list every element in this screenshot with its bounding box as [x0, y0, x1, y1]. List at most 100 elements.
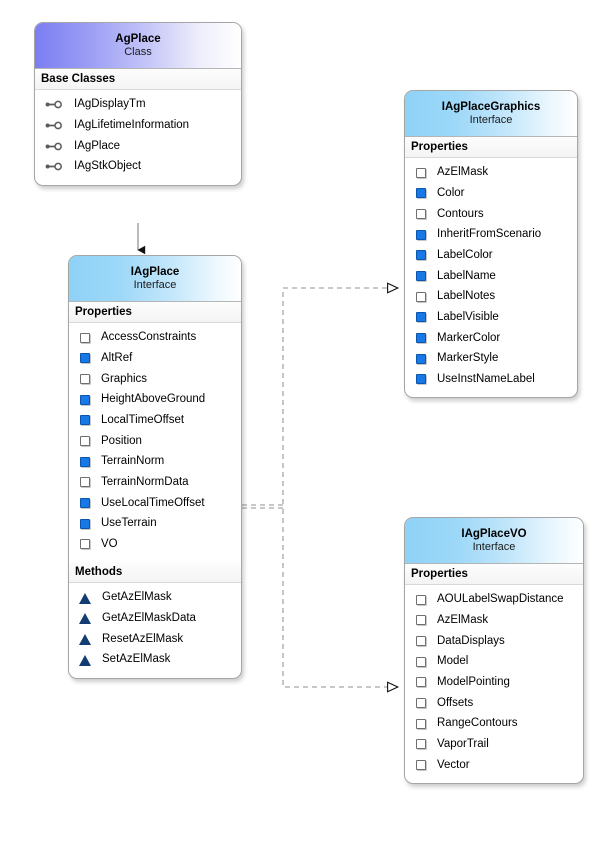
list-item[interactable]: GetAzElMaskData [69, 608, 241, 629]
property-filled-icon [80, 497, 90, 508]
method-icon [79, 654, 91, 666]
list-item-label: Offsets [437, 696, 474, 709]
list-item-label: MarkerColor [437, 331, 501, 344]
list-item-label: UseTerrain [101, 517, 157, 530]
list-item-label: IAgPlace [74, 139, 121, 152]
list-item[interactable]: VaporTrail [405, 734, 583, 755]
list-item[interactable]: HeightAboveGround [69, 389, 241, 410]
list-item[interactable]: AltRef [69, 348, 241, 369]
property-empty-icon [416, 739, 426, 750]
node-iagplace-header: IAgPlace Interface [69, 256, 241, 303]
list-item-label: SetAzElMask [102, 653, 171, 666]
node-iagplacegraphics-title: IAgPlaceGraphics [441, 101, 541, 113]
list-item[interactable]: IAgStkObject [35, 156, 241, 177]
node-agplace-header: AgPlace Class [35, 23, 241, 70]
list-item[interactable]: InheritFromScenario [405, 224, 577, 245]
list-item[interactable]: Position [69, 431, 241, 452]
property-filled-icon [80, 456, 90, 467]
list-item[interactable]: AzElMask [405, 610, 583, 631]
list-item-label: DataDisplays [437, 634, 505, 647]
property-empty-icon [416, 759, 426, 770]
list-item-label: Vector [437, 758, 470, 771]
list-item-label: LabelColor [437, 248, 493, 261]
list-item[interactable]: LabelName [405, 266, 577, 287]
property-empty-icon [416, 291, 426, 302]
node-iagplace-title: IAgPlace [130, 266, 180, 278]
property-empty-icon [416, 677, 426, 688]
list-item[interactable]: ResetAzElMask [69, 629, 241, 650]
property-empty-icon [416, 697, 426, 708]
list-item[interactable]: TerrainNorm [69, 451, 241, 472]
node-iagplacegraphics-stereotype: Interface [469, 114, 513, 127]
list-item[interactable]: AzElMask [405, 162, 577, 183]
list-item-label: UseInstNameLabel [437, 372, 535, 385]
list-item[interactable]: RangeContours [405, 713, 583, 734]
property-empty-icon [80, 435, 90, 446]
interface-lollipop-icon [45, 141, 63, 152]
list-item-label: LabelNotes [437, 290, 496, 303]
list-item-label: Model [437, 655, 469, 668]
node-iagplace-stereotype: Interface [133, 279, 177, 292]
list-item[interactable]: UseLocalTimeOffset [69, 493, 241, 514]
list-item-label: MarkerStyle [437, 352, 499, 365]
list-item-label: VO [101, 537, 118, 550]
section-title-properties: Properties [405, 137, 577, 159]
node-agplace[interactable]: AgPlace Class Base Classes IAgDisplayTm [34, 22, 242, 186]
list-item[interactable]: UseInstNameLabel [405, 369, 577, 390]
list-item[interactable]: LabelNotes [405, 286, 577, 307]
property-empty-icon [80, 477, 90, 488]
list-item[interactable]: DataDisplays [405, 631, 583, 652]
property-filled-icon [416, 353, 426, 364]
property-empty-icon [80, 374, 90, 385]
property-empty-icon [416, 594, 426, 605]
list-item-label: Color [437, 187, 465, 200]
section-title-properties: Properties [69, 302, 241, 324]
list-item-label: IAgStkObject [74, 160, 142, 173]
list-item[interactable]: Offsets [405, 693, 583, 714]
property-empty-icon [416, 718, 426, 729]
list-item[interactable]: MarkerColor [405, 328, 577, 349]
property-filled-icon [416, 188, 426, 199]
list-item[interactable]: LabelVisible [405, 307, 577, 328]
list-item[interactable]: IAgPlace [35, 136, 241, 157]
list-item-label: GetAzElMaskData [102, 612, 196, 625]
list-item-label: InheritFromScenario [437, 228, 542, 241]
section-title-methods: Methods [69, 562, 241, 584]
list-item-label: Graphics [101, 372, 148, 385]
member-list-iagplacevo-properties: AOULabelSwapDistance AzElMask DataDispla… [405, 585, 583, 783]
list-item-label: ResetAzElMask [102, 632, 184, 645]
property-filled-icon [416, 270, 426, 281]
list-item[interactable]: LocalTimeOffset [69, 410, 241, 431]
list-item[interactable]: Color [405, 183, 577, 204]
list-item[interactable]: GetAzElMask [69, 587, 241, 608]
list-item[interactable]: IAgDisplayTm [35, 94, 241, 115]
list-item-label: AccessConstraints [101, 331, 197, 344]
property-filled-icon [416, 229, 426, 240]
property-empty-icon [80, 539, 90, 550]
list-item[interactable]: UseTerrain [69, 513, 241, 534]
list-item[interactable]: AOULabelSwapDistance [405, 589, 583, 610]
list-item[interactable]: MarkerStyle [405, 348, 577, 369]
node-iagplacegraphics[interactable]: IAgPlaceGraphics Interface Properties Az… [404, 90, 578, 399]
list-item[interactable]: ModelPointing [405, 672, 583, 693]
list-item-label: Position [101, 434, 142, 447]
list-item[interactable]: AccessConstraints [69, 327, 241, 348]
list-item[interactable]: Vector [405, 755, 583, 776]
list-item[interactable]: Graphics [69, 369, 241, 390]
node-iagplace[interactable]: IAgPlace Interface Properties AccessCons… [68, 255, 242, 680]
list-item-label: GetAzElMask [102, 591, 172, 604]
list-item[interactable]: Model [405, 651, 583, 672]
property-filled-icon [416, 374, 426, 385]
node-iagplacevo[interactable]: IAgPlaceVO Interface Properties AOULabel… [404, 517, 584, 785]
list-item-label: AOULabelSwapDistance [437, 593, 564, 606]
list-item[interactable]: VO [69, 534, 241, 555]
list-item[interactable]: IAgLifetimeInformation [35, 115, 241, 136]
list-item[interactable]: Contours [405, 204, 577, 225]
list-item[interactable]: TerrainNormData [69, 472, 241, 493]
list-item[interactable]: SetAzElMask [69, 649, 241, 670]
list-item-label: AzElMask [437, 166, 489, 179]
list-item-label: RangeContours [437, 717, 518, 730]
connector-iagplace-to-iagplacegraphics [242, 288, 398, 509]
list-item[interactable]: LabelColor [405, 245, 577, 266]
